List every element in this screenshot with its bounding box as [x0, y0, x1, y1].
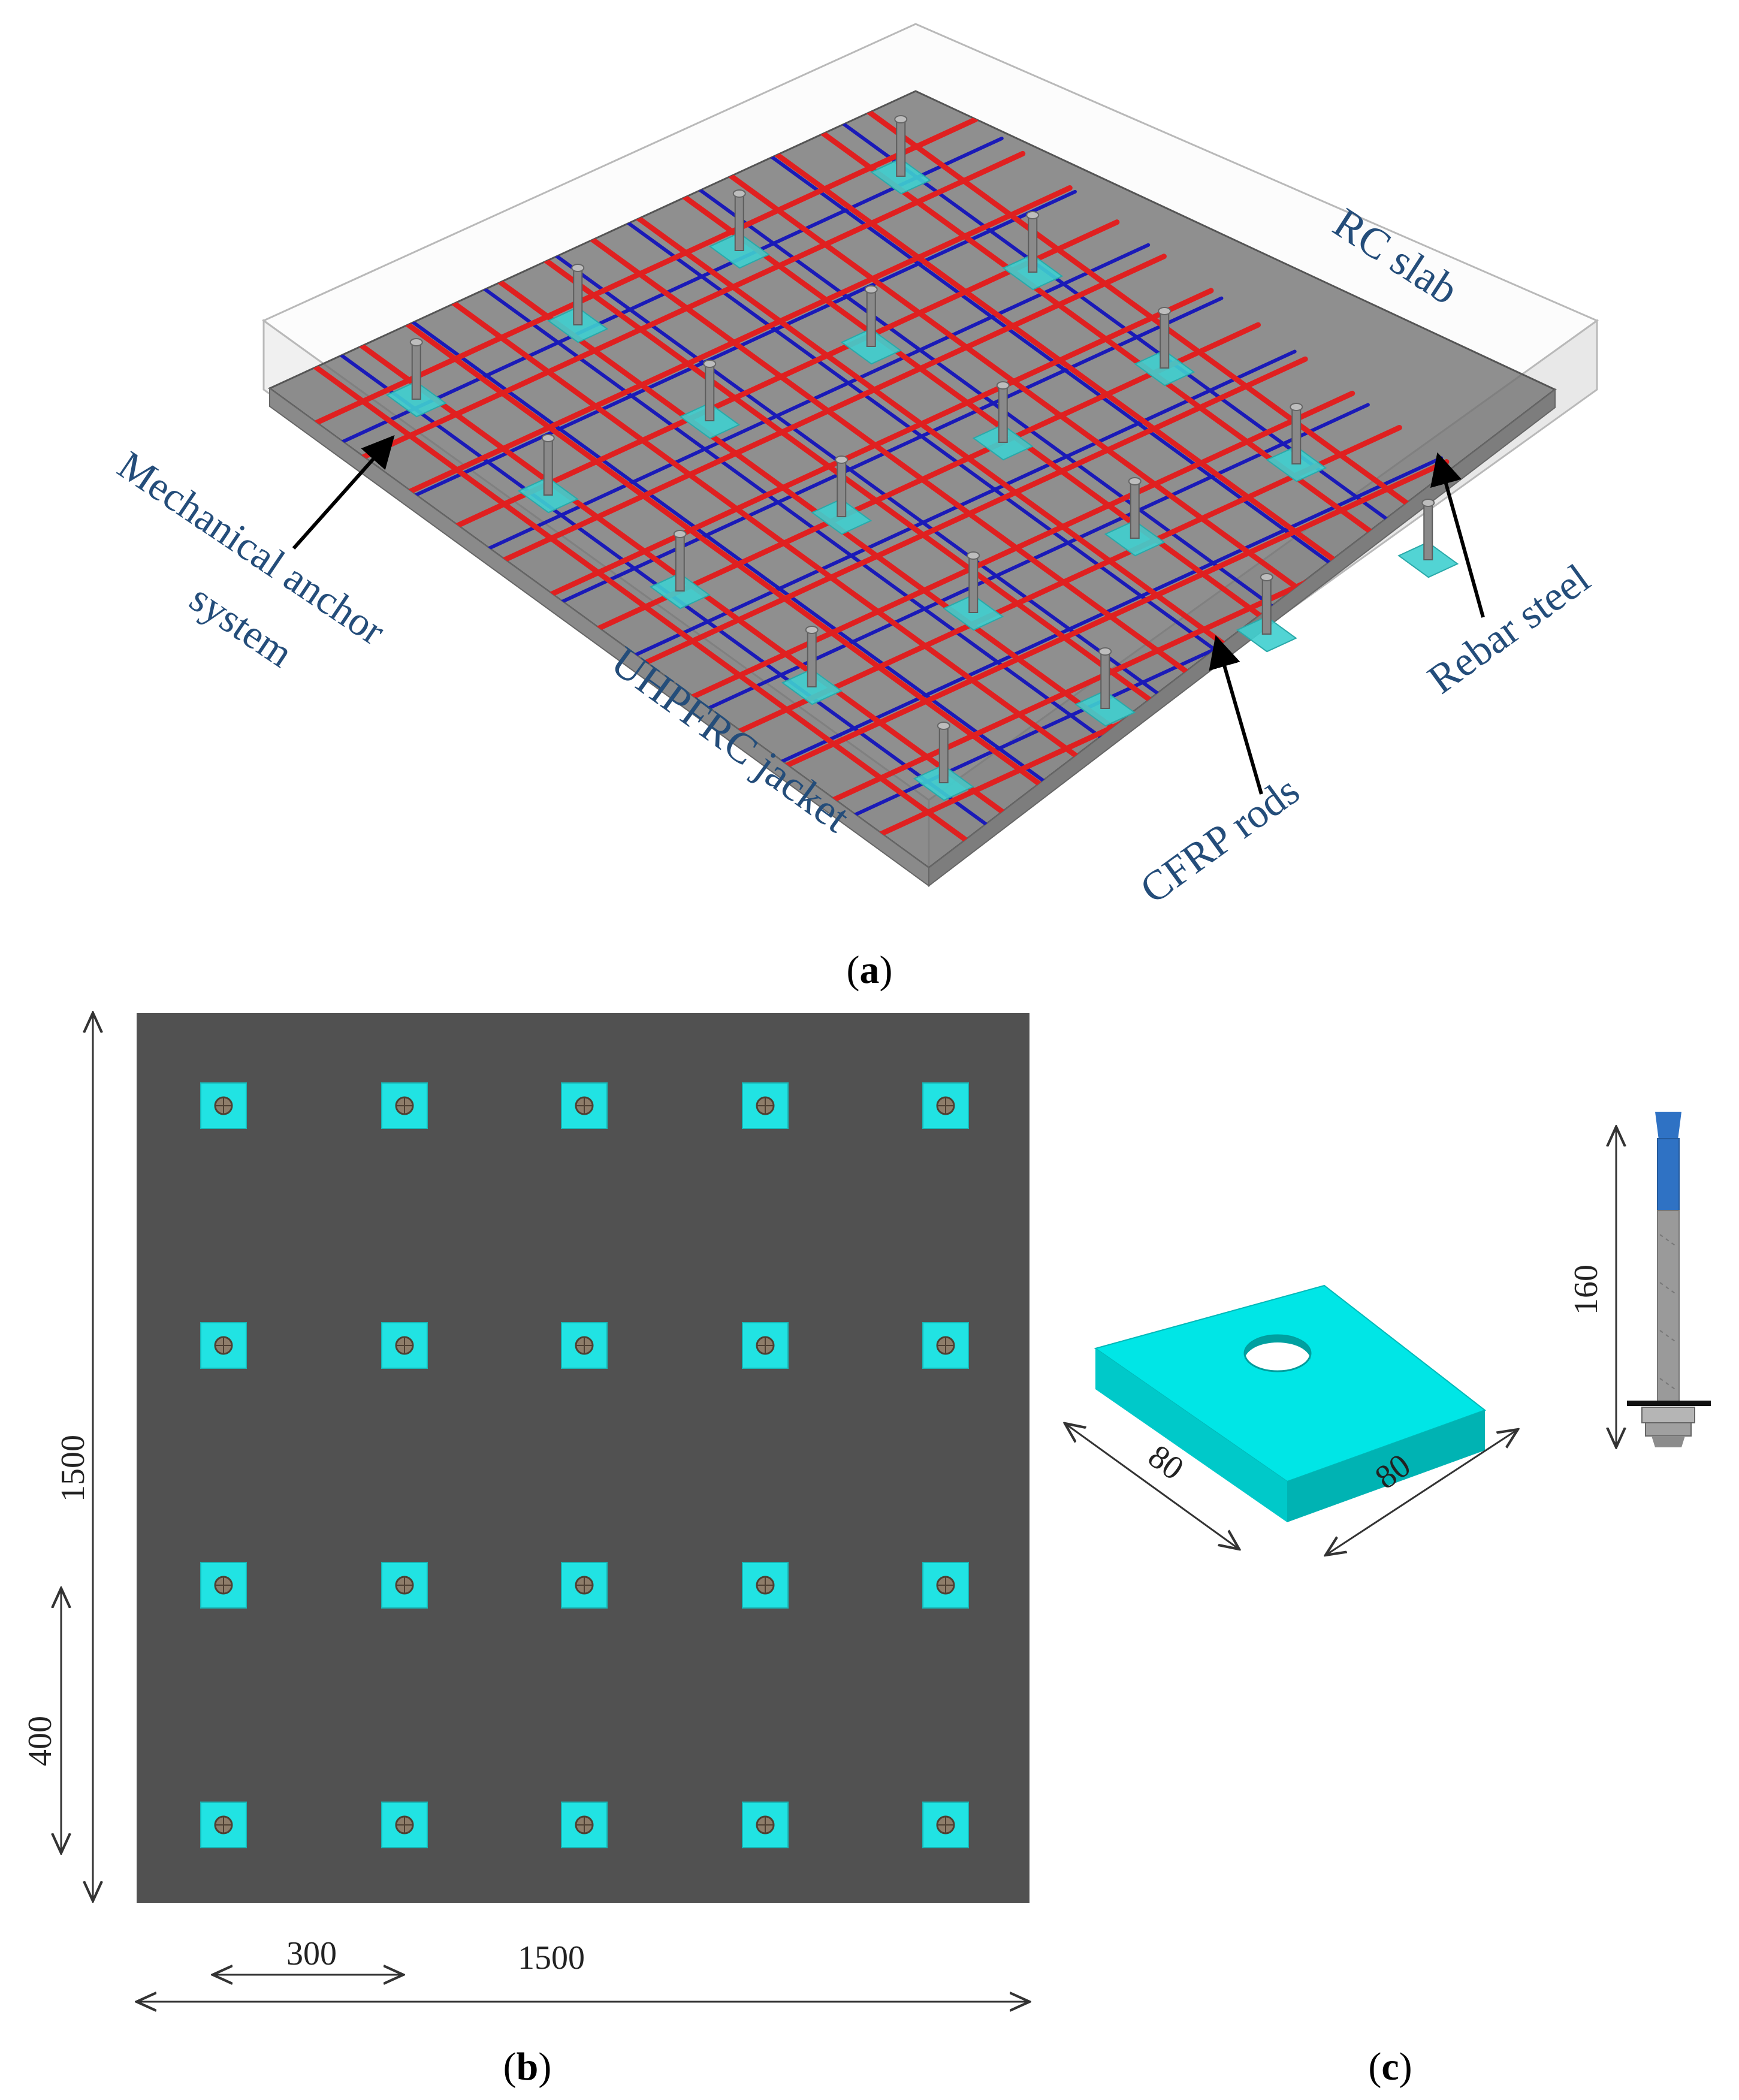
caption-b: (b)	[503, 2045, 552, 2089]
rebar-steel-bar	[583, 322, 1261, 637]
isometric-anchor	[1236, 573, 1297, 653]
panel-b-plan-view: 1500 400 300 1500 (b)	[22, 1013, 1029, 2089]
plan-anchor-plate	[742, 1322, 789, 1369]
isometric-anchor	[1266, 403, 1327, 482]
dim-height: 1500	[55, 1435, 92, 1502]
plan-anchor-plate	[381, 1082, 428, 1129]
isometric-anchor	[840, 285, 902, 365]
plan-anchor-plate	[922, 1322, 969, 1369]
plan-anchor-plate	[381, 1562, 428, 1609]
isometric-anchor	[679, 360, 741, 439]
plan-anchor-plate	[742, 1562, 789, 1609]
plan-anchor-plate	[561, 1802, 608, 1848]
isometric-anchor	[385, 338, 447, 418]
isometric-anchor	[1397, 499, 1459, 578]
rebar-steel-bar	[630, 356, 1308, 671]
dim-anchor-length: 160	[1568, 1265, 1605, 1315]
isometric-anchor	[1074, 647, 1136, 727]
rebar-steel-bar	[489, 254, 1167, 569]
isometric-anchor-grid	[385, 115, 1459, 801]
plan-anchor-plate	[200, 1082, 247, 1129]
plan-anchor-plate	[561, 1322, 608, 1369]
label-rebar-steel: Rebar steel	[1420, 556, 1598, 703]
isometric-anchor	[1002, 211, 1064, 291]
dim-spacing-x: 300	[286, 1935, 337, 1972]
plan-anchor-plate	[200, 1802, 247, 1848]
caption-a: (a)	[847, 948, 893, 992]
plan-anchor-plate	[742, 1082, 789, 1129]
isometric-anchor	[943, 551, 1004, 631]
panel-c-anchor-details: 80 80 160 (c)	[1065, 1112, 1711, 2089]
isometric-anchor	[811, 455, 872, 535]
isometric-anchor	[517, 434, 579, 514]
label-cfrp-rods: CFRP rods	[1132, 767, 1308, 913]
dim-spacing-y: 400	[22, 1716, 59, 1766]
isometric-anchor	[708, 189, 770, 269]
plan-anchor-plate	[922, 1562, 969, 1609]
plan-anchor-plate	[742, 1802, 789, 1848]
isometric-anchor	[649, 530, 711, 610]
anchor-bolt-side-view	[1627, 1112, 1711, 1447]
plan-anchor-grid	[200, 1082, 969, 1848]
rebar-steel-bar	[348, 150, 1026, 466]
dim-line-plate-a	[1065, 1423, 1239, 1549]
arrow-rebar-steel	[1430, 452, 1485, 618]
rebar-steel-bar	[678, 390, 1355, 705]
rebar-steel-bar	[724, 425, 1402, 740]
plan-anchor-plate	[200, 1322, 247, 1369]
arrow-mechanical-anchor	[292, 435, 395, 550]
rebar-steel-bar	[442, 219, 1120, 534]
isometric-anchor	[547, 264, 609, 343]
caption-c: (c)	[1368, 2045, 1412, 2089]
rebar-steel-bar	[536, 288, 1214, 603]
isometric-anchor	[972, 381, 1034, 461]
rebar-steel-bar	[772, 459, 1450, 774]
isometric-anchor	[913, 722, 974, 801]
isometric-anchor	[1104, 477, 1166, 557]
plan-anchor-plate	[561, 1082, 608, 1129]
plan-anchor-plate	[381, 1802, 428, 1848]
dim-width: 1500	[518, 1939, 585, 1977]
uhpfrc-plan-slab	[137, 1013, 1029, 1903]
isometric-anchor	[870, 115, 932, 195]
plan-anchor-plate	[561, 1562, 608, 1609]
isometric-anchor	[1134, 307, 1195, 387]
plan-anchor-plate	[922, 1802, 969, 1848]
plan-anchor-plate	[200, 1562, 247, 1609]
panel-a-isometric-view: RC slab Mechanical anchor system UHPFRC …	[110, 23, 1599, 992]
dim-line-plate-b	[1326, 1429, 1518, 1555]
plan-anchor-plate	[381, 1322, 428, 1369]
plan-anchor-plate	[922, 1082, 969, 1129]
rebar-steel-bar	[395, 185, 1073, 500]
uhpfrc-jacket-layer	[268, 90, 1557, 888]
isometric-anchor	[781, 626, 843, 705]
arrow-cfrp-rods	[1209, 635, 1263, 795]
